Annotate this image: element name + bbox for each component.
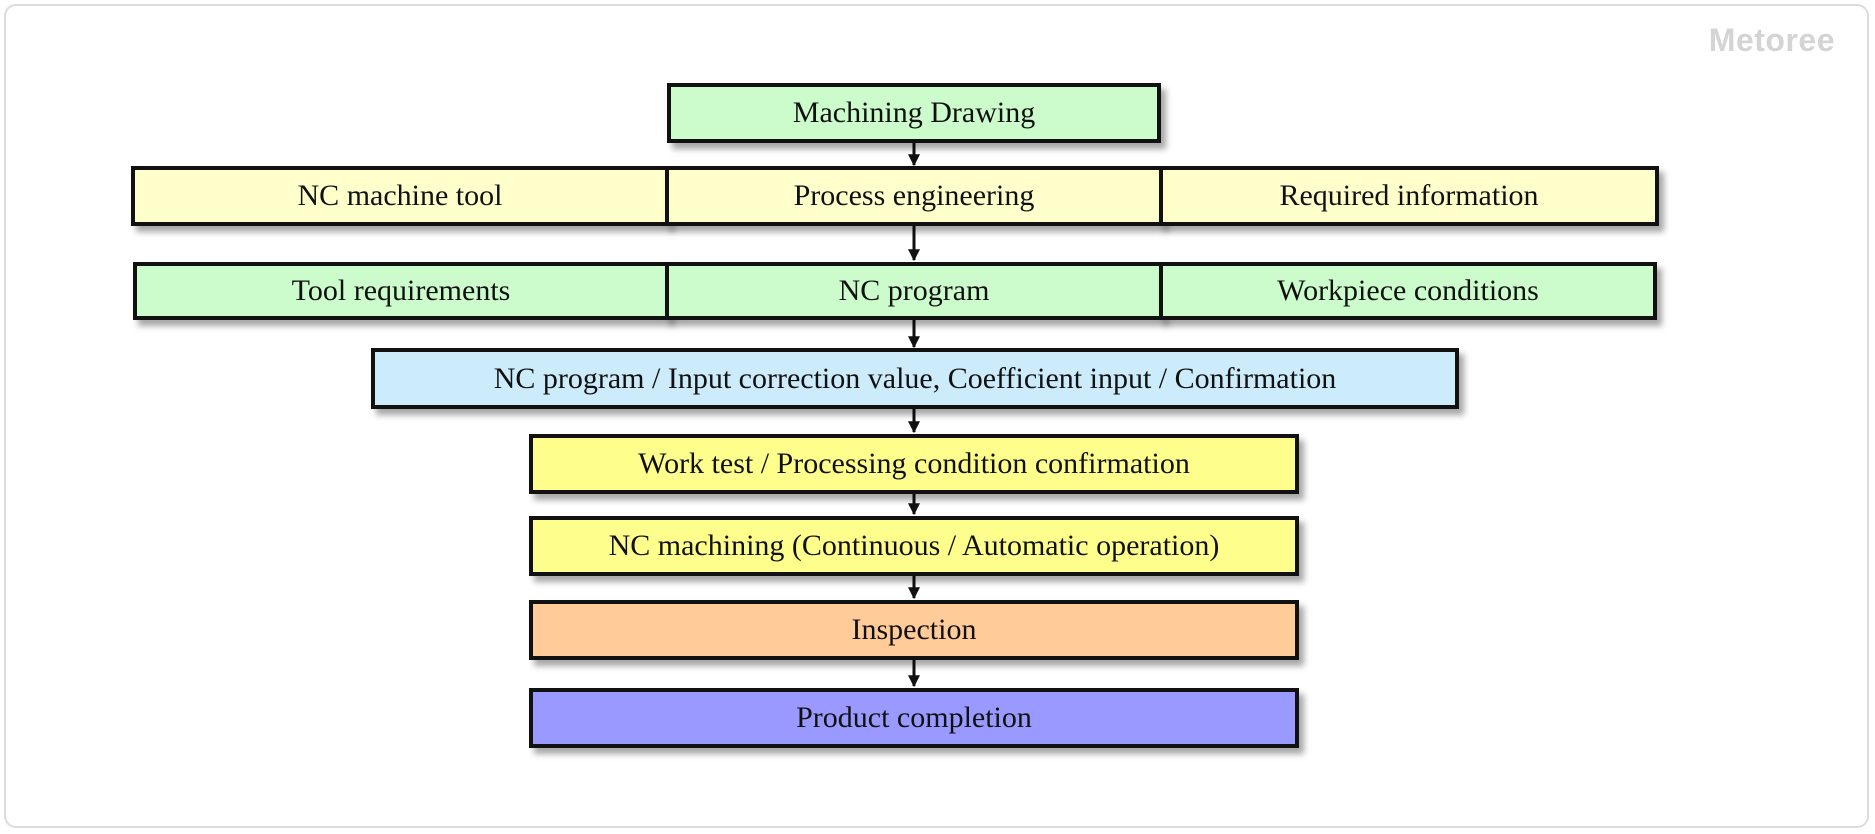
work-test-box: Work test / Processing condition confirm…	[529, 434, 1299, 494]
required-information-box: Required information	[1159, 166, 1659, 226]
workpiece-conditions-box: Workpiece conditions	[1159, 262, 1657, 320]
tool-requirements-box: Tool requirements	[133, 262, 669, 320]
process-engineering-box: Process engineering	[665, 166, 1163, 226]
watermark-logo: Metoree	[1708, 22, 1835, 58]
nc-program-input-box: NC program / Input correction value, Coe…	[371, 348, 1459, 409]
product-completion-box: Product completion	[529, 688, 1299, 748]
nc-program-box: NC program	[665, 262, 1163, 320]
nc-machining-box: NC machining (Continuous / Automatic ope…	[529, 516, 1299, 576]
machining-drawing-box: Machining Drawing	[667, 83, 1161, 143]
nc-machine-tool-box: NC machine tool	[131, 166, 669, 226]
inspection-box: Inspection	[529, 600, 1299, 660]
